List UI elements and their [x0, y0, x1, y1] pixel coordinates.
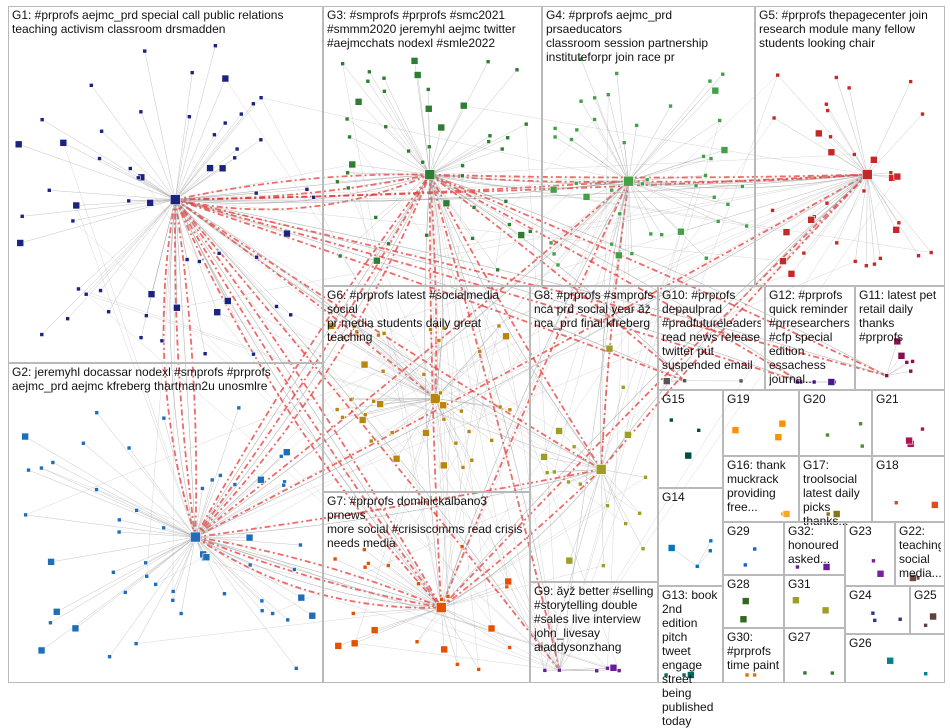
group-label-g8: G8: #prprofs #smprofs nca prd social yea…: [534, 288, 654, 330]
group-label-g10: G10: #prprofs depaulprad #pradfuturelead…: [662, 288, 761, 372]
group-box-g20: G20: [799, 390, 872, 456]
group-label-g15: G15: [662, 392, 719, 406]
group-label-g24: G24: [849, 588, 906, 602]
group-label-g2: G2: jeremyhl docassar nodexl #smprofs #p…: [12, 365, 319, 393]
group-box-g6: G6: #prprofs latest #socialmedia social …: [323, 286, 530, 492]
group-label-g12: G12: #prprofs quick reminder #prresearch…: [769, 288, 851, 386]
group-label-g30: G30: #prprofs time paint: [727, 630, 780, 672]
group-label-g28: G28: [727, 577, 780, 591]
group-label-g13: G13: book 2nd edition pitch tweet engage…: [662, 588, 719, 728]
group-label-g3: G3: #smprofs #prprofs #smc2021 #smmm2020…: [327, 8, 538, 50]
group-label-g16: G16: thank muckrack providing free...: [727, 458, 795, 514]
group-label-g23: G23: [849, 524, 891, 538]
group-box-g27: G27: [784, 628, 845, 683]
group-label-g27: G27: [788, 630, 841, 644]
group-label-g6: G6: #prprofs latest #socialmedia social …: [327, 288, 526, 344]
group-box-g22: G22: teaching social media...: [895, 522, 945, 586]
group-box-g11: G11: latest pet retail daily thanks #prp…: [855, 286, 945, 390]
group-label-g9: G9: ăyž better #selling #storytelling do…: [534, 584, 654, 654]
group-label-g18: G18: [876, 458, 941, 472]
group-box-g4: G4: #prprofs aejmc_prd prsaeducators cla…: [542, 6, 755, 286]
group-box-g14: G14: [658, 488, 723, 586]
group-label-g7: G7: #prprofs dominickalbano3 prnews more…: [327, 494, 526, 550]
group-box-g9: G9: ăyž better #selling #storytelling do…: [530, 582, 658, 683]
network-graph: G1: #prprofs aejmc_prd special call publ…: [0, 0, 950, 688]
group-box-g3: G3: #smprofs #prprofs #smc2021 #smmm2020…: [323, 6, 542, 286]
group-box-g17: G17: troolsocial latest daily picks than…: [799, 456, 872, 522]
group-box-g28: G28: [723, 575, 784, 628]
group-box-g32: G32: honoured asked...: [784, 522, 845, 575]
group-label-g22: G22: teaching social media...: [899, 524, 941, 580]
group-box-g7: G7: #prprofs dominickalbano3 prnews more…: [323, 492, 530, 683]
group-label-g19: G19: [727, 392, 795, 406]
group-label-g14: G14: [662, 490, 719, 504]
group-label-g25: G25: [914, 588, 941, 602]
group-box-g13: G13: book 2nd edition pitch tweet engage…: [658, 586, 723, 683]
group-box-g2: G2: jeremyhl docassar nodexl #smprofs #p…: [8, 363, 323, 683]
group-box-g30: G30: #prprofs time paint: [723, 628, 784, 683]
group-box-g1: G1: #prprofs aejmc_prd special call publ…: [8, 6, 323, 363]
group-box-g26: G26: [845, 634, 945, 683]
group-box-g12: G12: #prprofs quick reminder #prresearch…: [765, 286, 855, 390]
group-label-g1: G1: #prprofs aejmc_prd special call publ…: [12, 8, 319, 36]
group-box-g16: G16: thank muckrack providing free...: [723, 456, 799, 522]
group-box-g5: G5: #prprofs thepagecenter join research…: [755, 6, 945, 286]
group-box-g18: G18: [872, 456, 945, 522]
group-box-g29: G29: [723, 522, 784, 575]
group-box-g21: G21: [872, 390, 945, 456]
group-label-g21: G21: [876, 392, 941, 406]
group-label-g20: G20: [803, 392, 868, 406]
group-box-g10: G10: #prprofs depaulprad #pradfuturelead…: [658, 286, 765, 390]
group-box-g23: G23: [845, 522, 895, 586]
group-box-g15: G15: [658, 390, 723, 488]
group-box-g19: G19: [723, 390, 799, 456]
group-label-g26: G26: [849, 636, 941, 650]
group-label-g4: G4: #prprofs aejmc_prd prsaeducators cla…: [546, 8, 751, 64]
group-label-g31: G31: [788, 577, 841, 591]
group-label-g5: G5: #prprofs thepagecenter join research…: [759, 8, 941, 50]
group-label-g17: G17: troolsocial latest daily picks than…: [803, 458, 868, 528]
group-box-g31: G31: [784, 575, 845, 628]
group-label-g29: G29: [727, 524, 780, 538]
group-label-g11: G11: latest pet retail daily thanks #prp…: [859, 288, 941, 344]
group-box-g25: G25: [910, 586, 945, 634]
group-box-g8: G8: #prprofs #smprofs nca prd social yea…: [530, 286, 658, 582]
group-label-g32: G32: honoured asked...: [788, 524, 841, 566]
group-box-g24: G24: [845, 586, 910, 634]
